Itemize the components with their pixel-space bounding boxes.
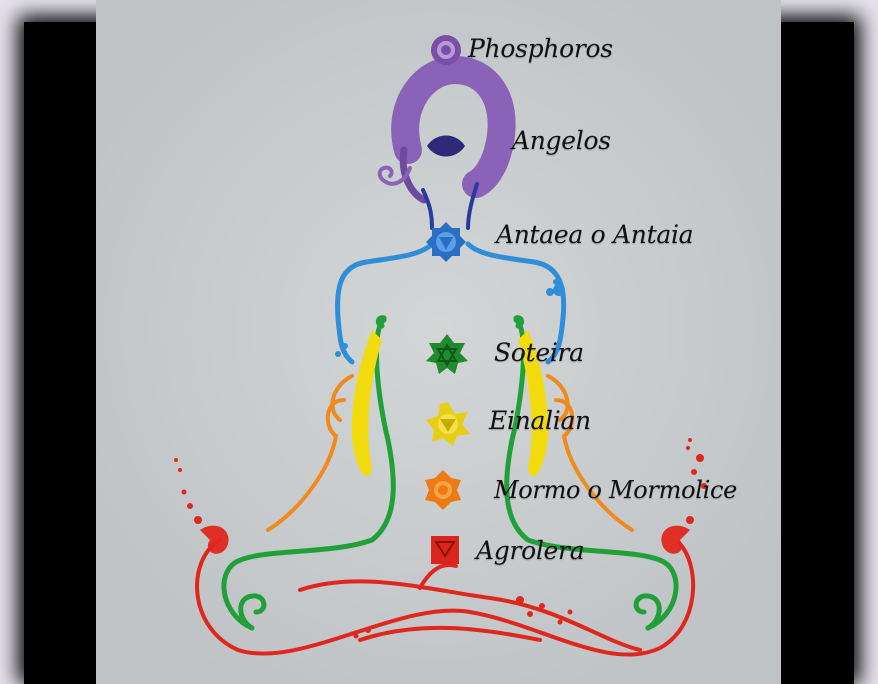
- chakra-label-crown: Phosphoros: [468, 34, 613, 63]
- chakra-label-throat: Antaea o Antaia: [496, 220, 693, 249]
- crown-chakra-icon: [431, 35, 461, 65]
- chakra-label-root: Agrolera: [476, 536, 584, 565]
- chakra-label-sacral: Mormo o Mormolice: [494, 476, 737, 504]
- throat-chakra-icon: [426, 222, 466, 262]
- root-chakra-icon: [431, 536, 459, 564]
- chakra-label-heart: Soteira: [494, 338, 584, 367]
- chakra-label-solar-plexus: Einalian: [489, 406, 591, 435]
- chakra-label-third-eye: Angelos: [512, 126, 611, 155]
